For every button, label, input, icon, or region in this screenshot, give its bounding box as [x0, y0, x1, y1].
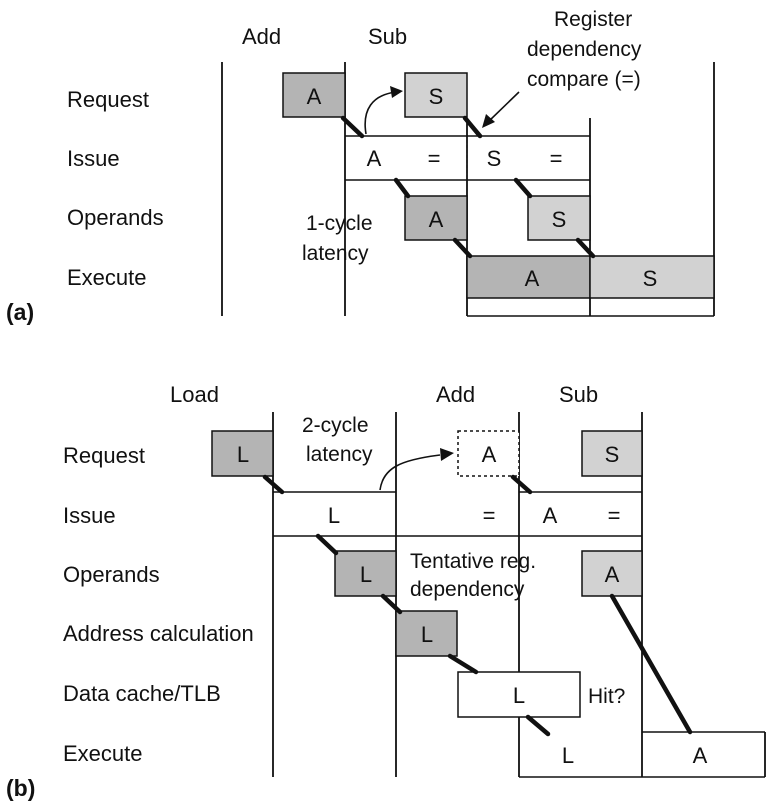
request-box-add	[282, 72, 346, 118]
flow-line-add-request-issue	[340, 115, 365, 139]
operands-cell-sub: S	[552, 207, 567, 232]
operands-cell-add-b: A	[605, 562, 620, 587]
issue-cell-compare-2-b: =	[608, 503, 621, 528]
latency-annotation-line-2: latency	[302, 242, 369, 265]
flow-line-load-request-issue	[262, 474, 285, 495]
issue-cell-sub: S	[487, 146, 502, 171]
request-cell-add: A	[307, 84, 322, 109]
request-box-sub-b	[581, 430, 643, 477]
flow-line-add-request-issue-b	[510, 474, 533, 495]
panel-b: Load Add Sub Request Issue Operands Addr…	[6, 382, 766, 801]
issue-cell-load: L	[328, 503, 340, 528]
row-label-data-cache-tlb: Data cache/TLB	[63, 681, 221, 706]
request-cell-sub: S	[429, 84, 444, 109]
compare-annotation-line-3: compare (=)	[527, 68, 641, 91]
flow-line-sub-request-issue	[462, 115, 483, 139]
row-label-operands: Operands	[67, 205, 164, 230]
tentative-annotation-line-1: Tentative reg.	[410, 550, 536, 573]
issue-cell-compare-1: =	[428, 146, 441, 171]
row-label-operands-b: Operands	[63, 562, 160, 587]
request-cell-sub-b: S	[605, 442, 620, 467]
flow-line-load-issue-operands	[315, 533, 339, 556]
row-label-execute-b: Execute	[63, 741, 143, 766]
row-label-address-calculation: Address calculation	[63, 621, 254, 646]
column-header-sub-b: Sub	[559, 382, 598, 407]
compare-annotation-line-2: dependency	[527, 38, 642, 61]
hit-annotation: Hit?	[588, 685, 625, 708]
data-cache-box-load	[457, 671, 581, 718]
request-box-sub	[404, 72, 468, 118]
flow-line-load-address-cache	[447, 653, 479, 675]
bypass-arrowhead-b	[440, 448, 454, 461]
issue-cell-add-b: A	[543, 503, 558, 528]
execute-box-sub	[589, 255, 715, 299]
bypass-arrowhead-a	[390, 86, 403, 98]
execute-box-add	[466, 255, 591, 299]
issue-cell-compare-1-b: =	[483, 503, 496, 528]
bypass-arrow-a	[364, 91, 397, 135]
row-label-issue: Issue	[67, 146, 120, 171]
address-calc-box-load	[395, 610, 458, 657]
operands-box-add	[404, 195, 468, 241]
latency-annotation-b-line-1: 2-cycle	[302, 414, 369, 437]
execute-cell-sub: S	[643, 266, 658, 291]
request-box-add-b	[457, 430, 520, 477]
row-label-request-b: Request	[63, 443, 145, 468]
operands-cell-load: L	[360, 562, 372, 587]
compare-pointer-head-a	[482, 114, 495, 128]
column-header-add: Add	[242, 24, 281, 49]
flow-line-add-issue-operands	[393, 177, 411, 199]
address-calc-cell-load: L	[421, 622, 433, 647]
request-box-load	[211, 430, 274, 477]
execute-cell-add-b: A	[693, 743, 708, 768]
panel-label-a: (a)	[6, 299, 34, 325]
column-header-load: Load	[170, 382, 219, 407]
latency-annotation-b-line-2: latency	[306, 443, 373, 466]
flow-line-load-cache-execute	[525, 714, 551, 737]
compare-annotation-line-1: Register	[554, 8, 632, 31]
operands-cell-add: A	[429, 207, 444, 232]
row-label-execute: Execute	[67, 265, 147, 290]
execute-cell-add: A	[525, 266, 540, 291]
bypass-arrow-b	[379, 454, 441, 491]
latency-annotation-line-1: 1-cycle	[306, 212, 373, 235]
panel-label-b: (b)	[6, 775, 35, 801]
flow-line-add-operands-execute	[452, 237, 473, 259]
flow-line-sub-operands-execute	[575, 237, 596, 259]
panel-a: Add Sub Request Issue Operands Execute A…	[6, 8, 715, 325]
row-label-issue-b: Issue	[63, 503, 116, 528]
operands-box-load	[334, 550, 397, 597]
request-cell-load: L	[237, 442, 249, 467]
row-label-request: Request	[67, 87, 149, 112]
issue-cell-compare-2: =	[550, 146, 563, 171]
column-header-sub: Sub	[368, 24, 407, 49]
column-header-add-b: Add	[436, 382, 475, 407]
data-cache-cell-load: L	[513, 683, 525, 708]
tentative-annotation-line-2: dependency	[410, 578, 525, 601]
compare-pointer-a	[487, 91, 520, 123]
flow-line-add-operands-execute-b	[609, 593, 693, 735]
operands-box-sub	[527, 195, 591, 241]
flow-line-sub-issue-operands	[513, 177, 533, 199]
flow-line-load-operands-address	[380, 593, 403, 615]
request-cell-add-b: A	[482, 442, 497, 467]
issue-cell-add: A	[367, 146, 382, 171]
execute-cell-load: L	[562, 743, 574, 768]
operands-box-add-b	[581, 550, 643, 597]
